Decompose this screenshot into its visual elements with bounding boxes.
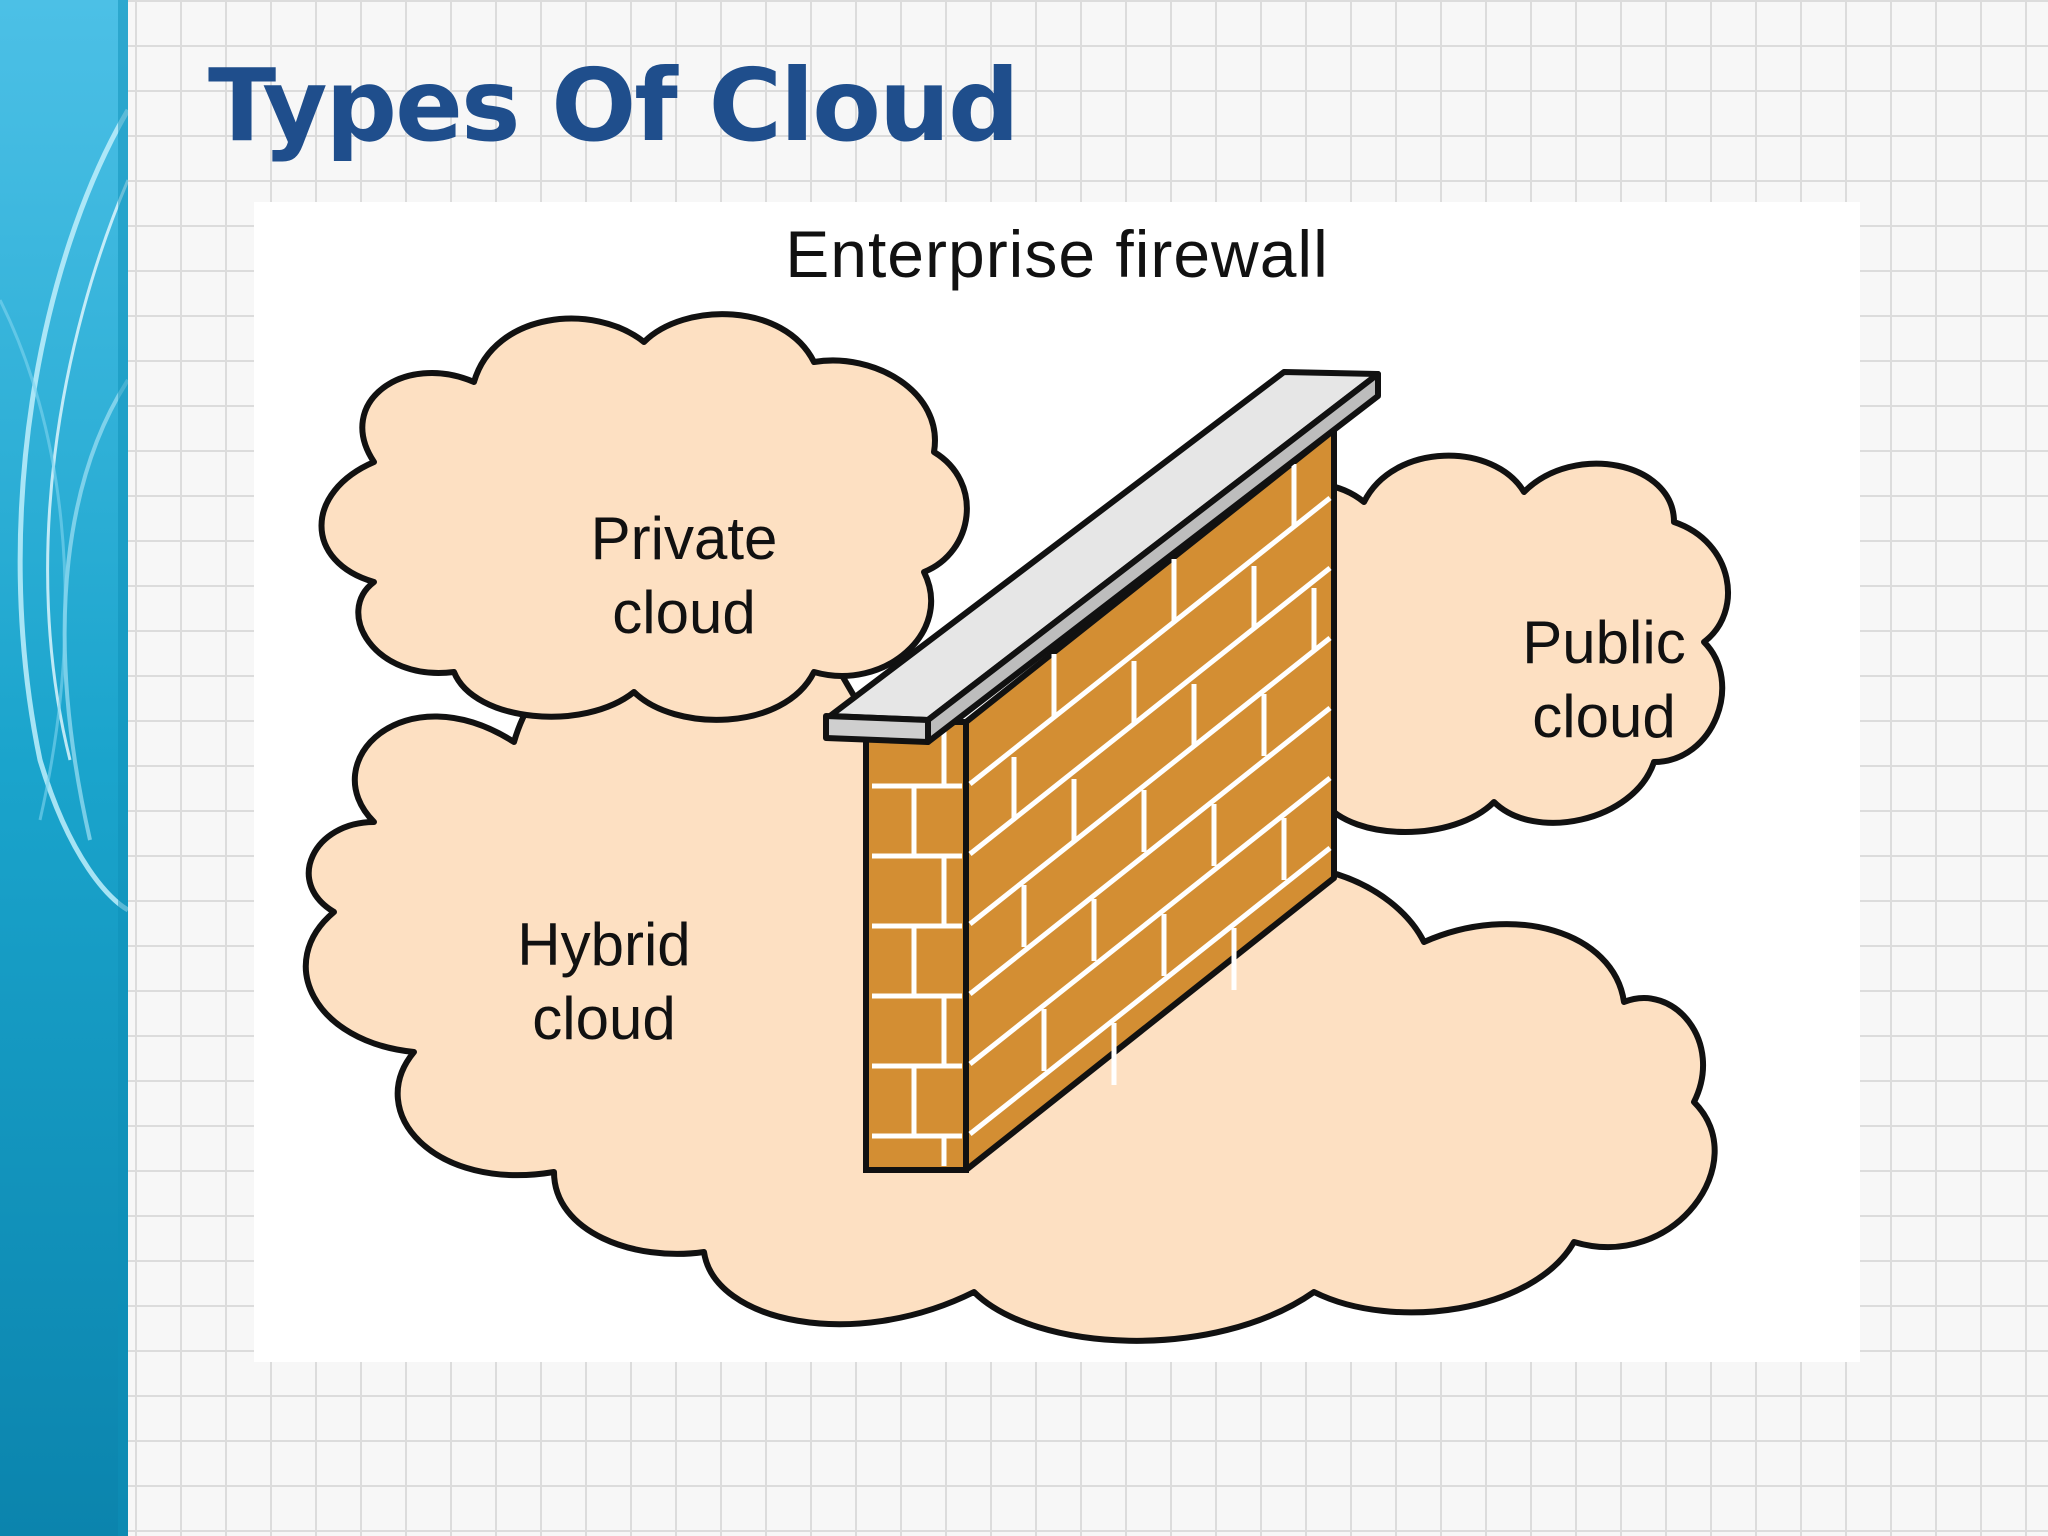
public-cloud-label-line2: cloud xyxy=(1532,683,1676,750)
private-cloud-shape xyxy=(318,311,970,723)
hybrid-cloud-label-line2: cloud xyxy=(532,985,676,1052)
diagram-caption: Enterprise firewall xyxy=(785,217,1329,291)
private-cloud-label: Private cloud xyxy=(504,502,864,650)
side-swirl-graphic xyxy=(0,0,128,1536)
public-cloud-label: Public cloud xyxy=(1444,606,1764,754)
public-cloud-label-line1: Public xyxy=(1522,609,1686,676)
private-cloud-label-line2: cloud xyxy=(612,579,756,646)
hybrid-cloud-label: Hybrid cloud xyxy=(434,908,774,1056)
firewall-diagram: Enterprise firewall Private cloud Public… xyxy=(254,202,1860,1362)
hybrid-cloud-label-line1: Hybrid xyxy=(517,911,691,978)
slide-title: Types Of Cloud xyxy=(208,47,1020,164)
private-cloud-label-line1: Private xyxy=(590,505,778,572)
diagram-graphic xyxy=(302,311,1731,1344)
brick-firewall-icon xyxy=(823,369,1381,1173)
side-decoration xyxy=(0,0,128,1536)
